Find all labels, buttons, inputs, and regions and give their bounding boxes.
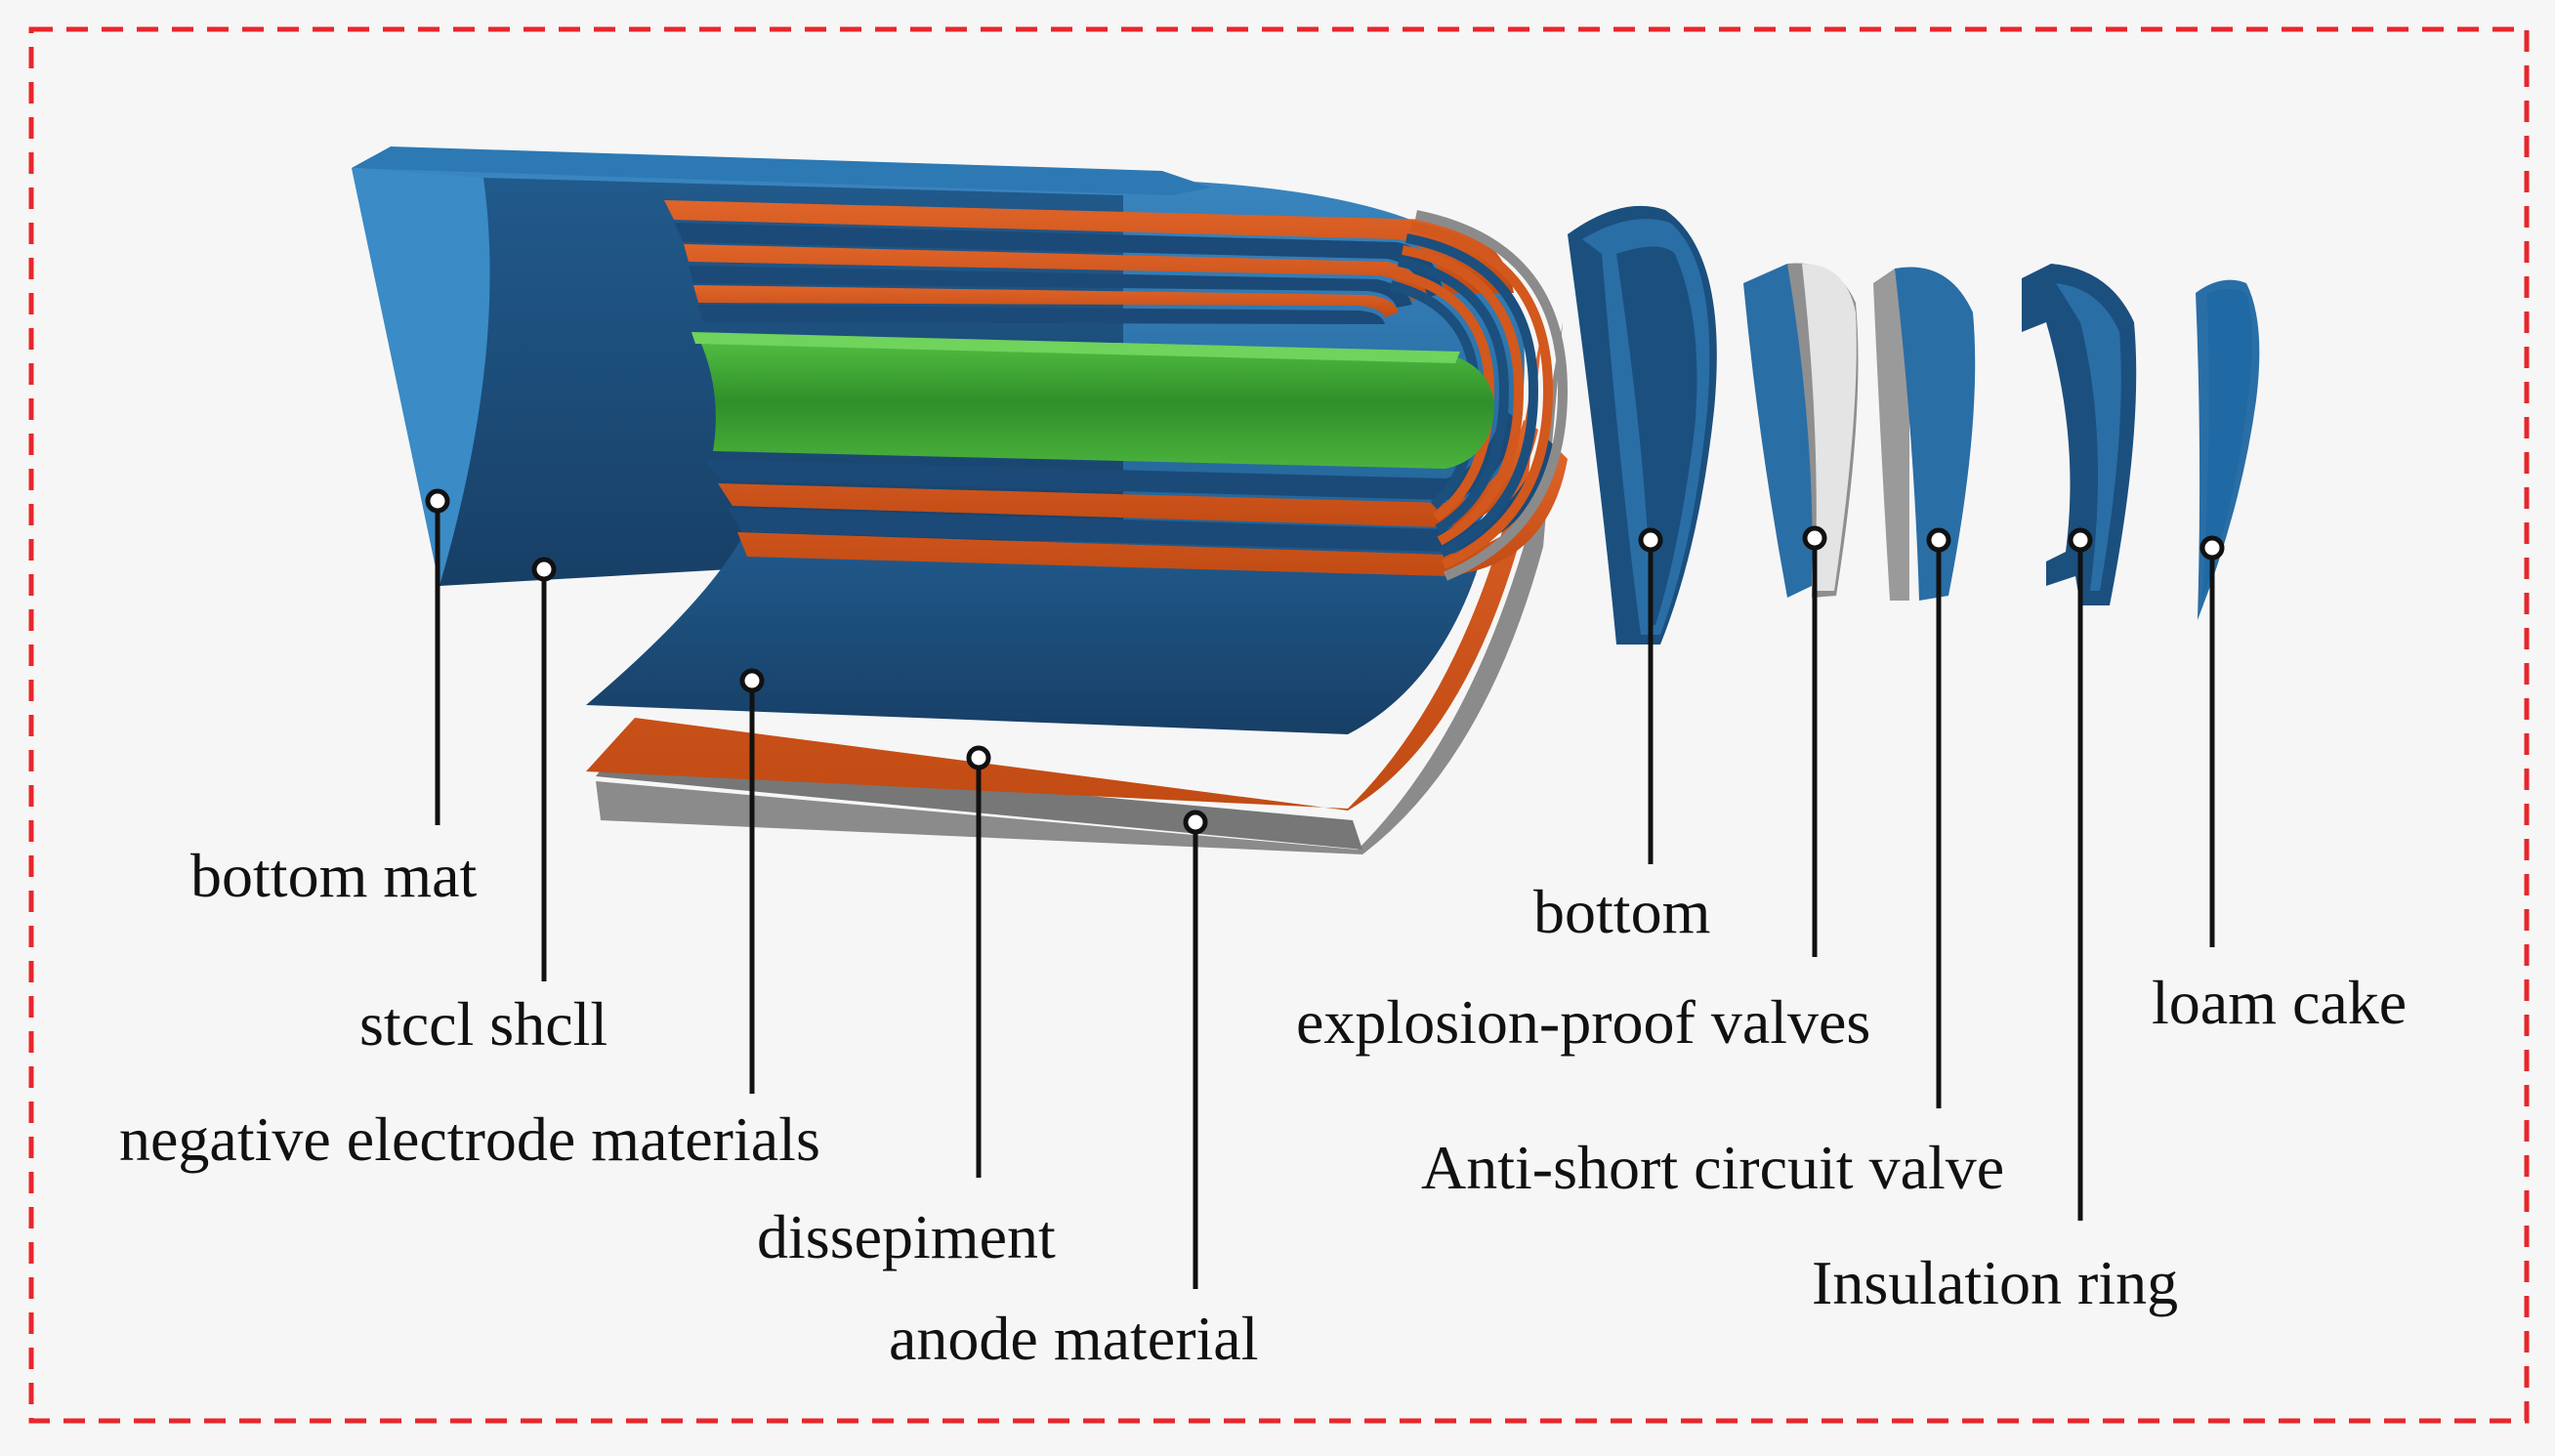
label-bottom: bottom <box>1533 877 1710 946</box>
anti-short-valve-part <box>1873 267 1976 601</box>
loam-cake-part <box>2196 279 2260 620</box>
label-negative-electrode: negative electrode materials <box>119 1104 820 1174</box>
label-anti-short-valve: Anti-short circuit valve <box>1421 1133 2004 1202</box>
dashed-frame <box>28 26 2530 1424</box>
label-anode-material: anode material <box>889 1304 1258 1373</box>
core-green-rim <box>691 332 1460 363</box>
negative-electrode-sheet <box>586 537 1485 734</box>
core-green <box>698 337 1494 469</box>
dissepiment-sheet <box>586 322 1543 811</box>
shell-top-lip <box>352 146 1211 195</box>
layer-end-rolls <box>1389 210 1569 581</box>
label-dissepiment: dissepiment <box>757 1202 1056 1271</box>
label-bottom-mat: bottom mat <box>190 841 478 910</box>
explosion-valve-part <box>1743 263 1859 598</box>
label-explosion-valve: explosion-proof valves <box>1296 987 1870 1057</box>
label-insulation-ring: Insulation ring <box>1812 1248 2178 1317</box>
bottom-part <box>1568 205 1717 645</box>
insulation-ring-part <box>2022 264 2137 605</box>
battery-cylinder <box>352 146 1569 854</box>
leader-dots <box>425 488 2225 835</box>
anode-sheet <box>596 322 1563 854</box>
bottom-mat <box>352 168 490 586</box>
wound-layers <box>664 200 1568 576</box>
leader-lines <box>435 501 2215 1289</box>
label-steel-shell: stccl shcll <box>359 989 607 1059</box>
label-loam-cake: loam cake <box>2152 968 2407 1037</box>
